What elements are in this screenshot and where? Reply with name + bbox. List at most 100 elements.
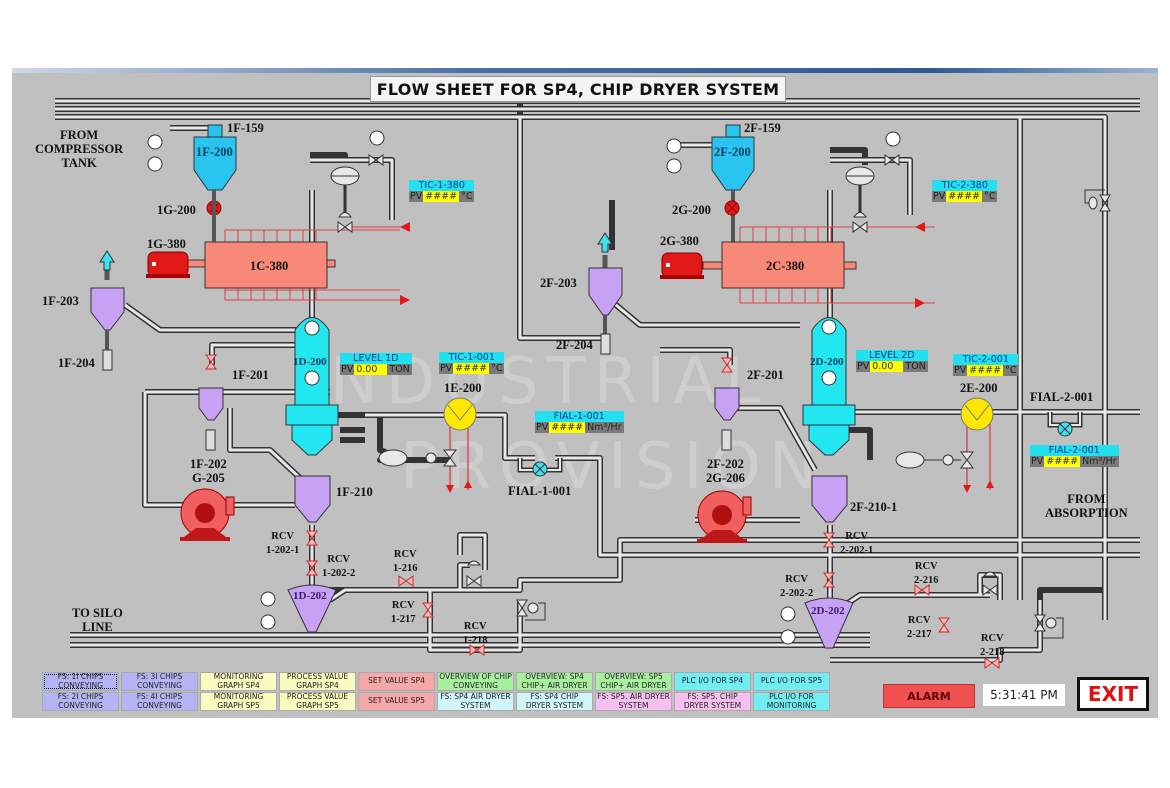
dryer-column-2d-200[interactable] bbox=[802, 317, 856, 456]
flow-meter-fial-1-001[interactable] bbox=[532, 461, 548, 477]
valve-rcv-1-202-1[interactable] bbox=[306, 530, 318, 546]
pv-label: PV bbox=[410, 191, 423, 202]
tag-tic-2-001[interactable]: TIC-2-001 PV####°C bbox=[953, 354, 1019, 376]
nav-button[interactable]: PLC I/O FOR MONITORING bbox=[753, 692, 830, 711]
heater-1e-200[interactable] bbox=[443, 397, 477, 431]
pv-unit: °C bbox=[461, 191, 473, 202]
valve-rcv-2-217[interactable] bbox=[938, 617, 950, 633]
hopper-2d-202[interactable] bbox=[804, 597, 854, 649]
vent-arrow-1f-203 bbox=[99, 250, 115, 271]
tag-tic-1-380[interactable]: TIC-1-380 PV####°C bbox=[409, 180, 475, 202]
dryer-column-1d-200[interactable] bbox=[285, 317, 339, 456]
indicator-lamp bbox=[666, 158, 682, 174]
heater-2e-200[interactable] bbox=[960, 397, 994, 431]
valve-1c-380-bypass[interactable] bbox=[368, 154, 384, 166]
nav-button[interactable]: SET VALUE SP4 bbox=[358, 672, 435, 691]
control-valve-2-219[interactable] bbox=[1034, 614, 1064, 639]
blower-g-205[interactable] bbox=[180, 488, 235, 541]
nav-button[interactable]: FS: 2I CHIPS CONVEYING bbox=[42, 692, 119, 711]
tag-fial-1-001[interactable]: FIAL-1-001 PV####Nm³/Hr bbox=[535, 411, 624, 433]
tag-tic-1-001[interactable]: TIC-1-001 PV####°C bbox=[439, 352, 505, 374]
window-titlebar bbox=[12, 68, 1158, 73]
pv-label: PV bbox=[341, 364, 354, 375]
hopper-1d-202[interactable] bbox=[287, 584, 337, 633]
exit-button[interactable]: EXIT bbox=[1077, 677, 1149, 711]
tag-name: TIC-1-001 bbox=[439, 352, 505, 363]
pv-value: #### bbox=[549, 422, 586, 433]
indicator-lamp bbox=[780, 629, 796, 645]
nav-button[interactable]: MONITORING GRAPH SP4 bbox=[200, 672, 277, 691]
pv-value: 0.00 bbox=[354, 364, 388, 375]
label-from-absorption: FROM ABSORPTION bbox=[1045, 492, 1128, 520]
alarm-button[interactable]: ALARM bbox=[883, 684, 975, 708]
valve-rcv-1-202-2[interactable] bbox=[306, 560, 318, 576]
hopper-1f-210[interactable] bbox=[294, 475, 331, 523]
control-valve-2e-200[interactable] bbox=[895, 451, 974, 469]
pv-label: PV bbox=[440, 363, 453, 374]
nav-button[interactable]: FS: 4I CHIPS CONVEYING bbox=[121, 692, 198, 711]
indicator-lamp bbox=[260, 614, 276, 630]
tag-name: TIC-1-380 bbox=[409, 180, 475, 191]
valve-2c-380-bypass[interactable] bbox=[884, 154, 900, 166]
label-fial-1-001: FIAL-1-001 bbox=[508, 484, 572, 498]
nav-button[interactable]: FS: SP5. AIR DRYER SYSTEM bbox=[595, 692, 672, 711]
cyclone-2f-203[interactable] bbox=[588, 267, 623, 316]
nav-button[interactable]: FS: SP5. CHIP DRYER SYSTEM bbox=[674, 692, 751, 711]
pv-value: #### bbox=[453, 363, 490, 374]
label-2g-200: 2G-200 bbox=[672, 203, 711, 217]
silo-1f-200[interactable] bbox=[193, 124, 237, 191]
silo-2f-200[interactable] bbox=[711, 124, 755, 191]
nav-button[interactable]: PROCESS VALUE GRAPH SP5 bbox=[279, 692, 356, 711]
nav-button[interactable]: SET VALUE SP5 bbox=[358, 692, 435, 711]
label-2f-202: 2F-202 2G-206 bbox=[706, 457, 745, 485]
motor-1g-380[interactable] bbox=[146, 251, 190, 278]
nav-button[interactable]: FS: SP4 CHIP DRYER SYSTEM bbox=[516, 692, 593, 711]
nav-button[interactable]: OVERVIEW: SP4 CHIP+ AIR DRYER bbox=[516, 672, 593, 691]
cooler-1c-380[interactable] bbox=[204, 241, 328, 289]
label-2d-202: 2D-202 bbox=[811, 605, 845, 617]
valve-rcv-1-216[interactable] bbox=[398, 575, 414, 587]
nav-button[interactable]: FS: 1I CHIPS CONVEYING bbox=[42, 672, 119, 691]
label-fial-2-001: FIAL-2-001 bbox=[1030, 390, 1094, 404]
indicator-lamp bbox=[147, 134, 163, 150]
label-2f-159: 2F-159 bbox=[744, 121, 781, 135]
nav-button[interactable]: PLC I/O FOR SP4 bbox=[674, 672, 751, 691]
pv-unit: Nm³/Hr bbox=[1082, 456, 1117, 467]
bin-2f-202 bbox=[721, 429, 732, 451]
label-1d-202: 1D-202 bbox=[293, 590, 327, 602]
nav-button[interactable]: OVERVIEW OF CHIP CONVEYING bbox=[437, 672, 514, 691]
nav-button[interactable]: FS: 3I CHIPS CONVEYING bbox=[121, 672, 198, 691]
separator-2f-201[interactable] bbox=[714, 387, 740, 421]
nav-button[interactable]: OVERVIEW: SP5 CHIP+ AIR DRYER bbox=[595, 672, 672, 691]
nav-button[interactable]: PLC I/O FOR SP5 bbox=[753, 672, 830, 691]
motor-2g-380[interactable] bbox=[660, 252, 704, 279]
heater-grid-2c bbox=[739, 226, 935, 304]
cyclone-1f-203[interactable] bbox=[90, 287, 125, 331]
tag-name: FIAL-1-001 bbox=[535, 411, 624, 422]
control-valve-top-right[interactable] bbox=[1084, 189, 1111, 212]
label-rcv-1-217: RCV 1-217 bbox=[391, 600, 416, 625]
bin-1f-202 bbox=[205, 429, 216, 451]
flow-meter-fial-2-001[interactable] bbox=[1057, 421, 1073, 437]
label-1d-200: 1D-200 bbox=[293, 356, 327, 368]
pv-unit: TON bbox=[389, 364, 410, 375]
control-valve-1-219[interactable] bbox=[516, 599, 546, 621]
separator-1f-201[interactable] bbox=[198, 387, 224, 421]
nav-button[interactable]: PROCESS VALUE GRAPH SP4 bbox=[279, 672, 356, 691]
nav-button[interactable]: FS: SP4 AIR DRYER SYSTEM bbox=[437, 692, 514, 711]
control-valve-1e-200[interactable] bbox=[378, 449, 457, 467]
nav-button[interactable]: MONITORING GRAPH SP5 bbox=[200, 692, 277, 711]
valve-2c-380-control[interactable] bbox=[852, 221, 868, 233]
tag-tic-2-380[interactable]: TIC-2-380 PV####°C bbox=[932, 180, 998, 202]
hopper-2f-210-1[interactable] bbox=[811, 475, 848, 523]
control-valve-1-216[interactable] bbox=[466, 575, 482, 587]
label-2g-380: 2G-380 bbox=[660, 234, 699, 248]
arrow-in-2c bbox=[915, 222, 925, 232]
label-1g-200: 1G-200 bbox=[157, 203, 196, 217]
blower-2g-206[interactable] bbox=[697, 490, 752, 543]
label-rcv-2-202-2: RCV 2-202-2 bbox=[780, 574, 814, 599]
tag-fial-2-001[interactable]: FIAL-2-001 PV####Nm³/Hr bbox=[1030, 445, 1119, 467]
